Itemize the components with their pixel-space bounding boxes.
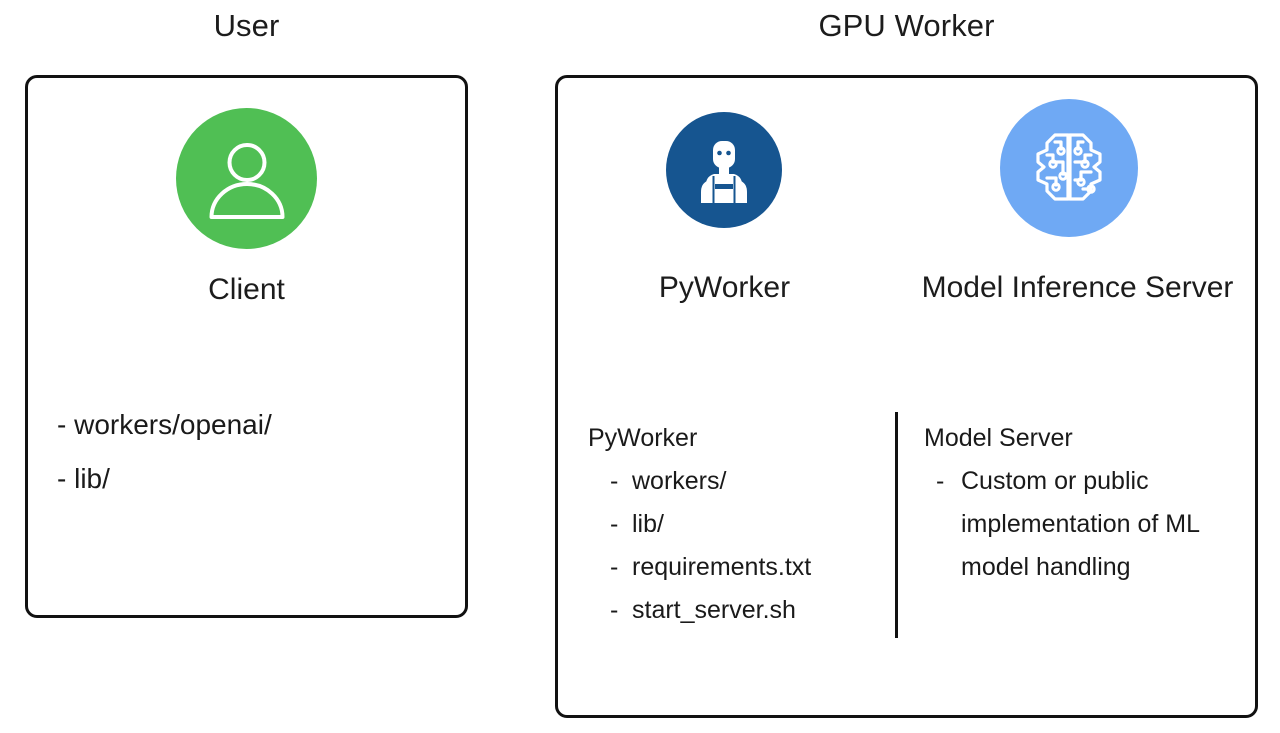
list-item: - lib/ [57,463,110,494]
list-item: - workers/openai/ [57,409,272,440]
list-item: -lib/ [588,503,811,546]
model-server-detail-list: Model Server -Custom or public implement… [924,417,1266,589]
list-item-label: Custom or public implementation of ML mo… [961,467,1200,581]
column-divider [895,412,898,638]
bullet-dash: - [610,510,619,538]
client-caption: Client [208,273,285,306]
list-item: -requirements.txt [588,546,811,589]
worker-robot-icon [685,131,763,209]
list-item: -Custom or public implementation of ML m… [924,460,1266,589]
model-server-avatar-badge [1000,99,1138,237]
bullet-dash: - [936,467,945,495]
list-item-label: lib/ [632,510,664,538]
ai-brain-circuit-icon [1023,122,1115,214]
pyworker-avatar-badge [666,112,782,228]
client-avatar-badge [176,108,317,249]
pyworker-detail-list: PyWorker -workers/ -lib/ -requirements.t… [588,417,811,632]
bullet-dash: - [610,553,619,581]
person-icon [201,133,293,225]
list-item: -start_server.sh [588,589,811,632]
list-item: -workers/ [588,460,811,503]
list-item-label: requirements.txt [632,553,812,581]
detail-heading: PyWorker [588,424,698,452]
pyworker-caption: PyWorker [658,271,791,304]
model-inference-server-caption: Model Inference Server [921,271,1234,304]
column-title-user: User [213,8,280,43]
detail-heading: Model Server [924,424,1073,452]
list-item-label: workers/ [632,467,727,495]
bullet-dash: - [610,596,619,624]
bullet-dash: - [610,467,619,495]
list-item-label: start_server.sh [632,596,796,624]
client-detail-list: - workers/openai/ - lib/ [57,398,272,506]
column-title-gpu-worker: GPU Worker [818,8,995,43]
